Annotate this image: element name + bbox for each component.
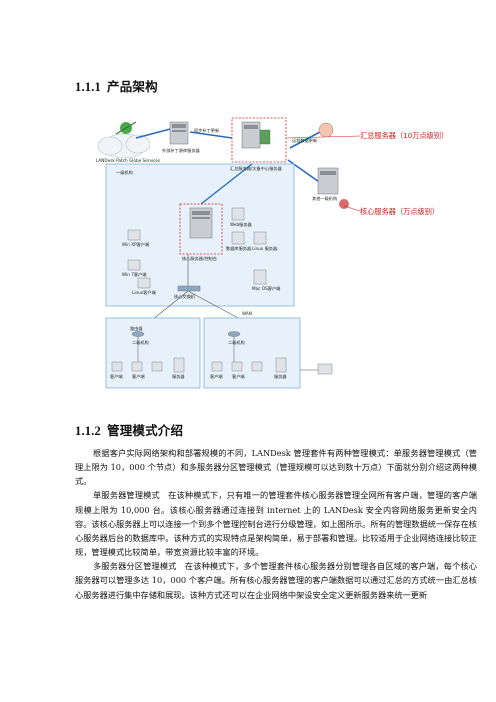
paragraph-intro: 根据客户实际网络架构和部署规模的不同，LANDesk 管理套件有两种管理模式：单… [75,448,477,487]
pc3-label: Linux客户端 [132,290,156,295]
server-label-6: 服务器 [274,374,287,379]
branch-server-icon [317,167,349,209]
summary-server-callout: 汇总服务器（10万点级别） [360,131,449,140]
client-label-5: 客户端 [232,374,245,379]
patch-server-icon [169,121,189,145]
switch-label: 核心交换机 [174,294,195,299]
globe-icon [318,122,334,138]
body-text: 根据客户实际网络架构和部署规模的不同，LANDesk 管理套件有两种管理模式：单… [75,446,477,602]
client-label-4: 客户端 [210,374,223,379]
cloud-icon [97,121,151,159]
second-zone-b-label: 二级机构 [228,340,245,345]
patch-server-label: 外部补丁源库服务器 [162,148,200,153]
paragraph-single-server: 单服务器管理模式 在该种模式下，只有唯一的管理套件核心服务器管理全网所有客户端，… [75,490,477,558]
core-box-label: 核心服务器/控制台 [182,256,217,261]
wan-label: WAN [242,311,252,316]
section-number: 1.1.2 [75,424,101,438]
sync-patch-label: 同步补丁更新 [194,128,220,133]
core-server-icon [189,207,213,239]
client-label-1: 客户端 [110,374,123,379]
architecture-diagram: LANDesk Patch Globe Services 外部补丁源库服务器 同… [92,108,492,398]
section-title: 产品架构 [107,80,158,94]
server-label-3: 服务器 [172,374,185,379]
server1-label: Web服务器 [230,222,252,227]
summary-box-label: 汇总服务器/灾备中心服务器 [230,166,282,171]
diagram-graphics [97,117,361,389]
server2-label: 数据库服务器 [226,246,252,251]
other-branch-label: 其他一级机构 [312,196,338,201]
section-heading-architecture: 1.1.1 产品架构 [75,76,158,95]
pc1-label: Win XP客户端 [122,242,150,247]
first-zone-label: 一级机构 [116,170,133,175]
sync-update-label: 远程数据更新 [292,138,318,143]
section-heading-management: 1.1.2 管理模式介绍 [75,420,183,439]
summary-server-icon [241,121,271,149]
router-label: 路由器 [130,326,143,331]
pc4-label: Mac OS客户端 [252,286,281,291]
section-title: 管理模式介绍 [107,424,184,438]
paragraph-multi-server: 多服务器分区管理模式 在该种模式下，多个管理套件核心服务器分别管理各自区域的客户… [75,561,477,600]
pc2-label: Win 7客户端 [122,272,147,277]
section-number: 1.1.1 [75,80,101,94]
core-server-callout: 核心服务器（万点级别） [360,207,440,216]
landesk-cloud-label: LANDesk Patch Globe Services [96,158,161,163]
client-label-2: 客户端 [132,374,145,379]
server3-label: Linux 服务器 [252,246,278,251]
second-zone-a-label: 二级机构 [132,340,149,345]
